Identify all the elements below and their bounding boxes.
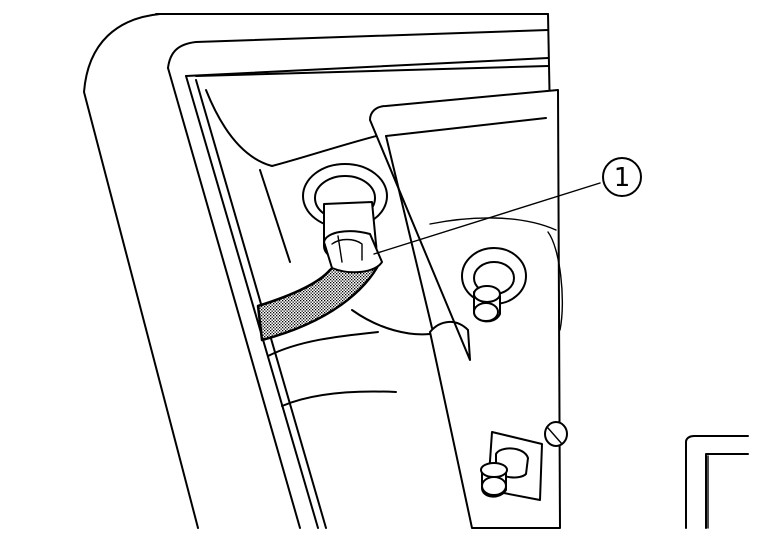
rivet [544,421,568,447]
cable-end [256,201,383,342]
cable-pocket [205,89,431,407]
callout-1: 1 [373,157,642,255]
callout-label: 1 [614,163,631,193]
side-bracket [685,435,749,529]
callout-circle [602,157,642,197]
upper-stud [461,247,527,323]
lower-stud [480,431,543,501]
latch-plate [369,89,564,529]
